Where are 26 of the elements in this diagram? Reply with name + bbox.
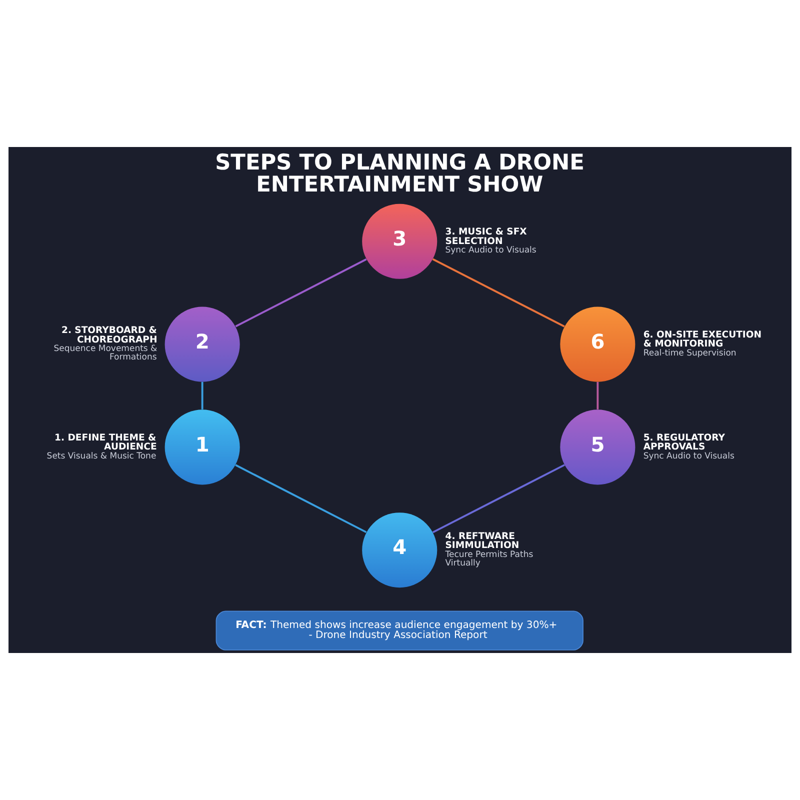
node-label: Sync Audio to Visuals: [643, 451, 734, 462]
node-circle: 2: [164, 306, 240, 382]
node-circle: 6: [560, 306, 636, 382]
connector: [596, 382, 599, 410]
node-label: Sync Audio to Visuals: [445, 245, 536, 256]
connector: [235, 258, 367, 328]
connector: [432, 464, 565, 534]
node-circle: 1: [164, 410, 240, 485]
node-label: 6. ON-SITE EXECUTION & MONITORING: [643, 329, 762, 350]
diagram-title: STEPS TO PLANNING A DRONE ENTERTAINMENT SHOW: [215, 150, 584, 198]
connector: [201, 382, 204, 410]
node-label: Tecure Permits Paths Virtually: [445, 550, 534, 568]
node-label: 2. STORYBOARD & CHOREOGRAPH: [62, 325, 158, 346]
node-label: Sets Visuals & Music Tone: [46, 451, 156, 462]
node-box: FACT: Themed shows increase audience engagement by 30%+ - Drone Industry Association Report: [216, 610, 584, 650]
node-circle: 5: [560, 410, 636, 485]
node-label: Real-time Supervision: [643, 348, 736, 358]
node-label: 5. REGULATORY APPROVALS: [643, 432, 726, 453]
node-label: 1. DEFINE THEME & AUDIENCE: [54, 432, 157, 453]
node-circle: 4: [362, 512, 438, 588]
node-label: 4. REFTWARE SIMMULATION: [445, 530, 520, 552]
connector: [235, 464, 367, 534]
connector: [432, 258, 565, 328]
node-label: 3. MUSIC & SFX SELECTION: [445, 226, 527, 247]
node-label: Sequence Movements & Formations: [54, 344, 158, 363]
node-circle: 3: [362, 204, 438, 279]
